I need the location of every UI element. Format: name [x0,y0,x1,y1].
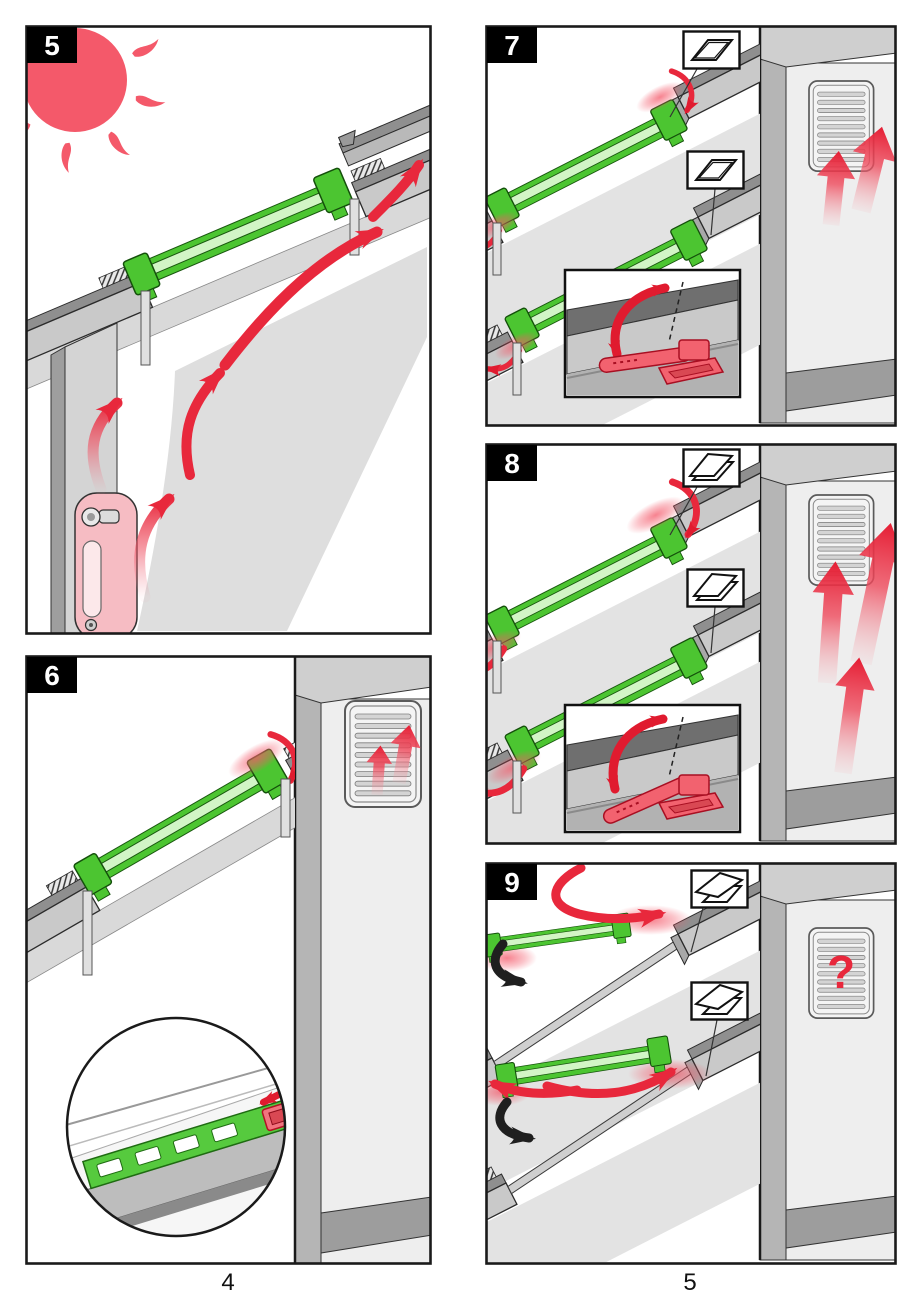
leader-line [710,606,716,654]
roof-section [27,689,295,994]
lining-post [349,198,360,256]
panel-6-number: 6 [44,660,60,691]
roof-window-vent-icon [686,568,745,608]
panel-8-number-tag [487,445,537,481]
interior-wall [758,864,895,1262]
leader-line [669,486,698,536]
airflow-arrow-icon [668,478,701,539]
leader-line [669,68,698,118]
magnified-filter-detail-icon [65,1016,287,1238]
roof-window-open-icon [690,869,749,909]
airflow-arrow-icon [668,68,699,115]
lining-post [492,222,502,276]
page-number-left: 4 [221,1269,234,1296]
heat-glow [228,738,286,779]
vent-grille-icon [808,494,875,586]
panel-7-number-tag [487,27,537,63]
panel-9: ? [485,862,897,1265]
lining-post [512,760,522,814]
leader-line [705,1019,718,1077]
airflow-arrow-icon [87,158,424,603]
roof-window-closed-icon [682,30,741,70]
panel-6-number-tag [27,657,77,693]
control-bar-inset [563,703,742,834]
rotation-arrow-icon [490,939,528,987]
airflow-arrow-icon [488,1079,582,1102]
radiator-icon [74,492,138,633]
rotation-arrow-icon [606,714,668,794]
upper-roof-section [337,84,430,167]
pivot-guide-line [668,281,684,343]
lining-post [512,342,522,396]
rotation-arrow-icon [607,283,670,359]
leader-line [690,907,704,953]
roof-window-closed-icon [686,150,745,190]
control-bar-inset [563,268,742,399]
rotation-arrow-icon [495,1097,536,1145]
interior-light-shaft [137,247,427,631]
airflow-arrow-icon [267,731,295,785]
panel-5: 5 [25,25,432,635]
lining-post [82,890,93,976]
roof-window-open-icon [690,981,749,1021]
lining-post [492,640,502,694]
panel-6: 6 [25,655,432,1265]
panel-7: 7 [485,25,897,427]
panel-9-number: 9 [504,867,520,898]
panel-8-number: 8 [504,448,520,479]
control-bar-icon [602,774,725,824]
control-bar-icon [598,339,725,385]
question-mark: ? [827,946,855,998]
panel-border [25,25,432,635]
panel-8: 8 [485,443,897,845]
lining-post [280,778,291,838]
panel-5-number-tag [27,27,77,63]
panel-border [25,655,432,1265]
airflow-arrow-icon [551,864,667,928]
panel-9-number-tag [487,864,537,900]
roof-window-vent-icon [682,448,741,488]
panel-border [485,25,897,427]
panel-border [485,443,897,845]
pivot-guide-line [668,716,684,778]
panel-5-number: 5 [44,30,60,61]
lining-post [140,290,151,366]
panel-7-number: 7 [504,30,520,61]
leader-line [710,188,716,236]
panel-border [485,862,897,1265]
page-number-right: 5 [683,1269,696,1296]
